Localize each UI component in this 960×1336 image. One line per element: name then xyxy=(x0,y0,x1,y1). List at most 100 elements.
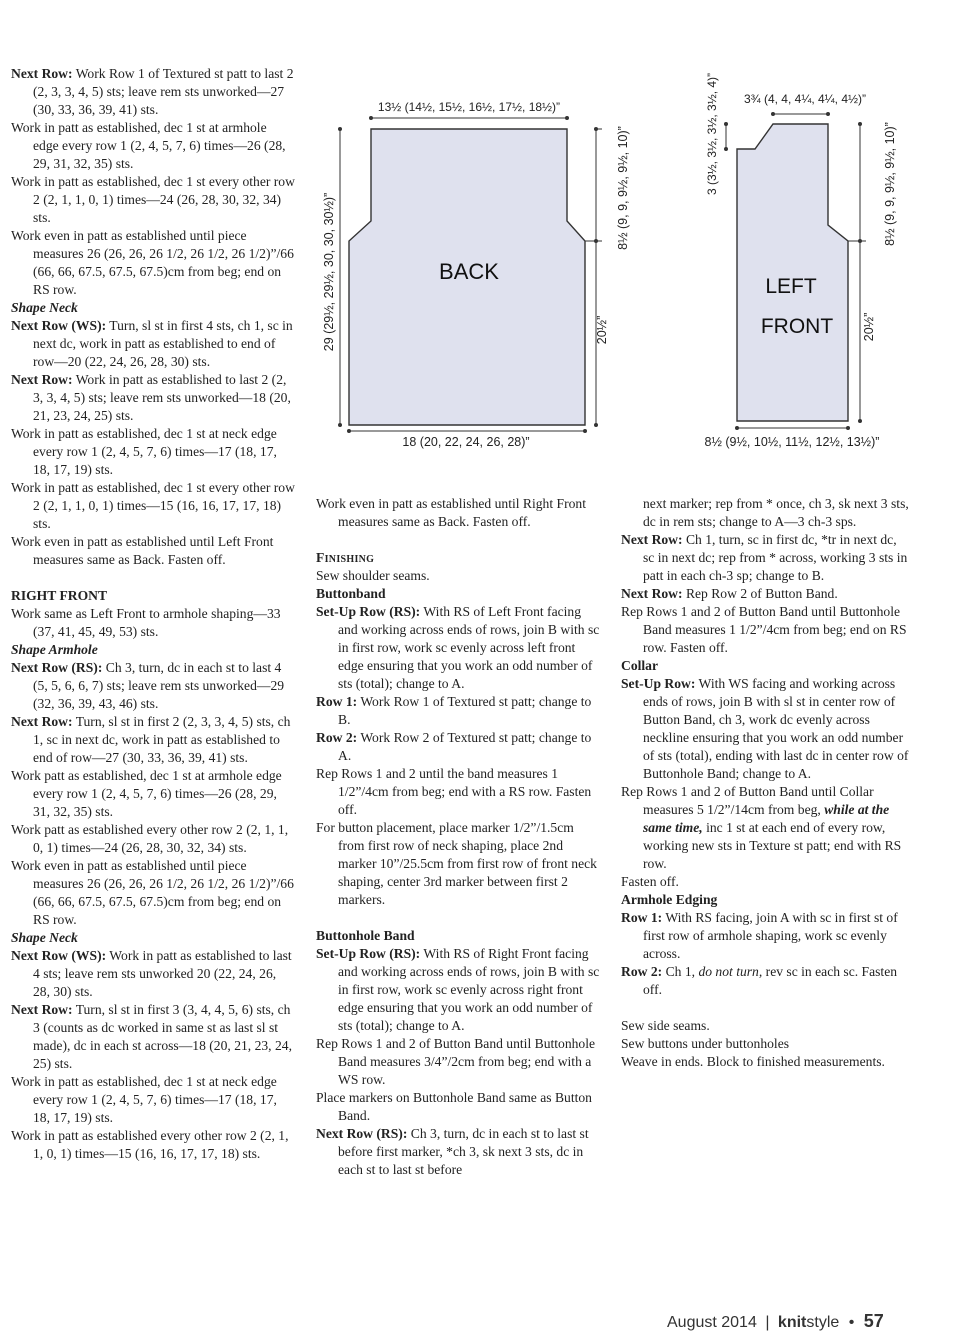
instruction-paragraph: Sew shoulder seams. xyxy=(316,567,601,585)
back-bottom-width-label: 18 (20, 22, 24, 26, 28)” xyxy=(402,435,529,449)
column-3: next marker; rep from * once, ch 3, sk n… xyxy=(621,495,911,1071)
row-text: Rep Rows 1 and 2 until the band measures… xyxy=(316,766,592,817)
row-text: Sew side seams. xyxy=(621,1018,710,1033)
instruction-paragraph: Next Row (WS): Turn, sl st in first 4 st… xyxy=(11,317,295,371)
instruction-paragraph: Work in patt as established, dec 1 st ev… xyxy=(11,173,295,227)
row-text-continued: inc 1 st at each end of every row, worki… xyxy=(643,820,902,871)
row-text: Work even in patt as established until R… xyxy=(316,496,586,529)
row-text: Work even in patt as established until L… xyxy=(11,534,274,567)
instruction-paragraph: Work in patt as established, dec 1 st ev… xyxy=(11,479,295,533)
row-text: For button placement, place marker 1/2”/… xyxy=(316,820,597,907)
row-text: Sew shoulder seams. xyxy=(316,568,430,583)
section-heading: Buttonband xyxy=(316,586,386,601)
back-label: BACK xyxy=(439,259,499,284)
front-bottom-width-label: 8½ (9½, 10½, 11½, 12½, 13½)” xyxy=(705,435,880,449)
row-label: Next Row (RS): xyxy=(316,1126,408,1141)
back-side-length-label: 20½” xyxy=(595,316,609,345)
row-label: Next Row (WS): xyxy=(11,318,107,333)
row-text: Ch 3, turn, dc in each st to last 4 (5, … xyxy=(33,660,285,711)
instruction-paragraph: Work in patt as established every other … xyxy=(11,1127,295,1163)
row-text: Work in patt as established every other … xyxy=(11,1128,289,1161)
row-text: Rep Rows 1 and 2 of Button Band until Bu… xyxy=(316,1036,596,1087)
row-text: Fasten off. xyxy=(621,874,679,889)
spacer xyxy=(316,531,601,549)
row-text: Turn, sl st in first 3 (3, 4, 4, 5, 6) s… xyxy=(33,1002,292,1071)
front-top-width-label: 3¾ (4, 4, 4¼, 4¼, 4½)” xyxy=(744,92,866,106)
instruction-paragraph: Set-Up Row (RS): With RS of Left Front f… xyxy=(316,603,601,693)
instruction-paragraph: Rep Rows 1 and 2 of Button Band until Bu… xyxy=(316,1035,601,1089)
row-text: Rep Row 2 of Button Band. xyxy=(685,586,838,601)
instruction-paragraph: Work even in patt as established until p… xyxy=(11,857,295,929)
row-text: Work in patt as established, dec 1 st ev… xyxy=(11,480,295,531)
instruction-paragraph: Work in patt as established, dec 1 st at… xyxy=(11,119,295,173)
brand-knit: knit xyxy=(777,1314,807,1331)
row-label: Next Row: xyxy=(621,586,683,601)
schematic-diagram: 13½ (14½, 15½, 16½, 17½, 18½)” 18 (20, 2… xyxy=(322,73,897,449)
back-piece-shape xyxy=(348,128,586,426)
page-footer: August 2014 | knitstyle • 57 xyxy=(667,1311,884,1332)
instruction-paragraph: Set-Up Row (RS): With RS of Right Front … xyxy=(316,945,601,1035)
back-height-label: 29 (29½, 29½, 30, 30, 30½)” xyxy=(322,193,336,351)
row-text: Place markers on Buttonhole Band same as… xyxy=(316,1090,592,1123)
row-text-continued: rev sc in each sc. Fasten off. xyxy=(643,964,898,997)
row-text: Work Row 1 of Textured st patt; change t… xyxy=(338,694,592,727)
row-label: Next Row: xyxy=(11,372,73,387)
row-text: Turn, sl st in first 4 sts, ch 1, sc in … xyxy=(33,318,293,369)
row-text: next marker; rep from * once, ch 3, sk n… xyxy=(643,496,909,529)
row-text: Work same as Left Front to armhole shapi… xyxy=(11,606,281,639)
row-text: Work in patt as established, dec 1 st at… xyxy=(11,426,277,477)
row-label: Set-Up Row (RS): xyxy=(316,946,421,961)
row-text: Work patt as established, dec 1 st at ar… xyxy=(11,768,282,819)
subsection-heading: Shape Neck xyxy=(11,930,78,945)
row-text: Work in patt as established to last 4 st… xyxy=(33,948,292,999)
row-text: Sew buttons under buttonholes xyxy=(621,1036,790,1051)
instruction-paragraph: Row 2: Work Row 2 of Textured st patt; c… xyxy=(316,729,601,765)
instruction-paragraph: Work patt as established, dec 1 st at ar… xyxy=(11,767,295,821)
front-armhole-label: 8½ (9, 9, 9½, 9½, 10)” xyxy=(883,122,897,246)
left-front-label-line1: LEFT xyxy=(765,275,817,298)
left-front-piece-shape xyxy=(736,123,849,422)
instruction-paragraph: Work same as Left Front to armhole shapi… xyxy=(11,605,295,641)
instruction-paragraph: Weave in ends. Block to finished measure… xyxy=(621,1053,911,1071)
row-text: Work in patt as established, dec 1 st ev… xyxy=(11,174,295,225)
row-label: Row 2: xyxy=(316,730,358,745)
instruction-paragraph: Next Row: Work Row 1 of Textured st patt… xyxy=(11,65,295,119)
row-label: Row 1: xyxy=(621,910,663,925)
instruction-paragraph: Row 1: With RS facing, join A with sc in… xyxy=(621,909,911,963)
instruction-paragraph: Work in patt as established, dec 1 st at… xyxy=(11,1073,295,1127)
row-text: Work Row 2 of Textured st patt; change t… xyxy=(338,730,592,763)
row-label: Next Row: xyxy=(11,1002,73,1017)
subsection-heading: Shape Armhole xyxy=(11,642,98,657)
left-front-label-line2: FRONT xyxy=(761,315,833,338)
italic-text: do not turn, xyxy=(698,964,763,979)
section-heading: Buttonhole Band xyxy=(316,928,415,943)
page-number: 57 xyxy=(863,1311,884,1331)
row-text: Ch 3, turn, dc in each st to last st bef… xyxy=(338,1126,589,1177)
row-label: Next Row: xyxy=(621,532,683,547)
section-heading: Collar xyxy=(621,658,658,673)
instruction-paragraph: Set-Up Row: With WS facing and working a… xyxy=(621,675,911,783)
section-heading: Armhole Edging xyxy=(621,892,718,907)
row-text: Ch 1, xyxy=(665,964,696,979)
row-text: With RS of Left Front facing and working… xyxy=(338,604,600,691)
row-text: With WS facing and working across ends o… xyxy=(643,676,909,781)
row-text: With RS facing, join A with sc in first … xyxy=(643,910,898,961)
front-side-length-label: 20½” xyxy=(862,313,876,342)
row-text: Turn, sl st in first 2 (2, 3, 3, 4, 5) s… xyxy=(33,714,291,765)
row-text: Work in patt as established, dec 1 st at… xyxy=(11,120,286,171)
row-text: With RS of Right Front facing and workin… xyxy=(338,946,600,1033)
instruction-paragraph: Next Row (RS): Ch 3, turn, dc in each st… xyxy=(11,659,295,713)
instruction-paragraph: Row 1: Work Row 1 of Textured st patt; c… xyxy=(316,693,601,729)
front-neck-depth-label: 3 (3½, 3½, 3½, 3½, 4)” xyxy=(705,73,719,195)
section-heading: RIGHT FRONT xyxy=(11,588,108,603)
row-label: Row 1: xyxy=(316,694,358,709)
instruction-paragraph: Row 2: Ch 1, do not turn, rev sc in each… xyxy=(621,963,911,999)
instruction-paragraph: Work even in patt as established until p… xyxy=(11,227,295,299)
row-label: Next Row: xyxy=(11,714,73,729)
instruction-paragraph: Next Row (RS): Ch 3, turn, dc in each st… xyxy=(316,1125,601,1179)
instruction-paragraph: Fasten off. xyxy=(621,873,911,891)
instruction-paragraph: Next Row: Turn, sl st in first 2 (2, 3, … xyxy=(11,713,295,767)
footer-bullet: • xyxy=(848,1314,855,1331)
spacer xyxy=(621,999,911,1017)
instruction-paragraph: Next Row: Work in patt as established to… xyxy=(11,371,295,425)
